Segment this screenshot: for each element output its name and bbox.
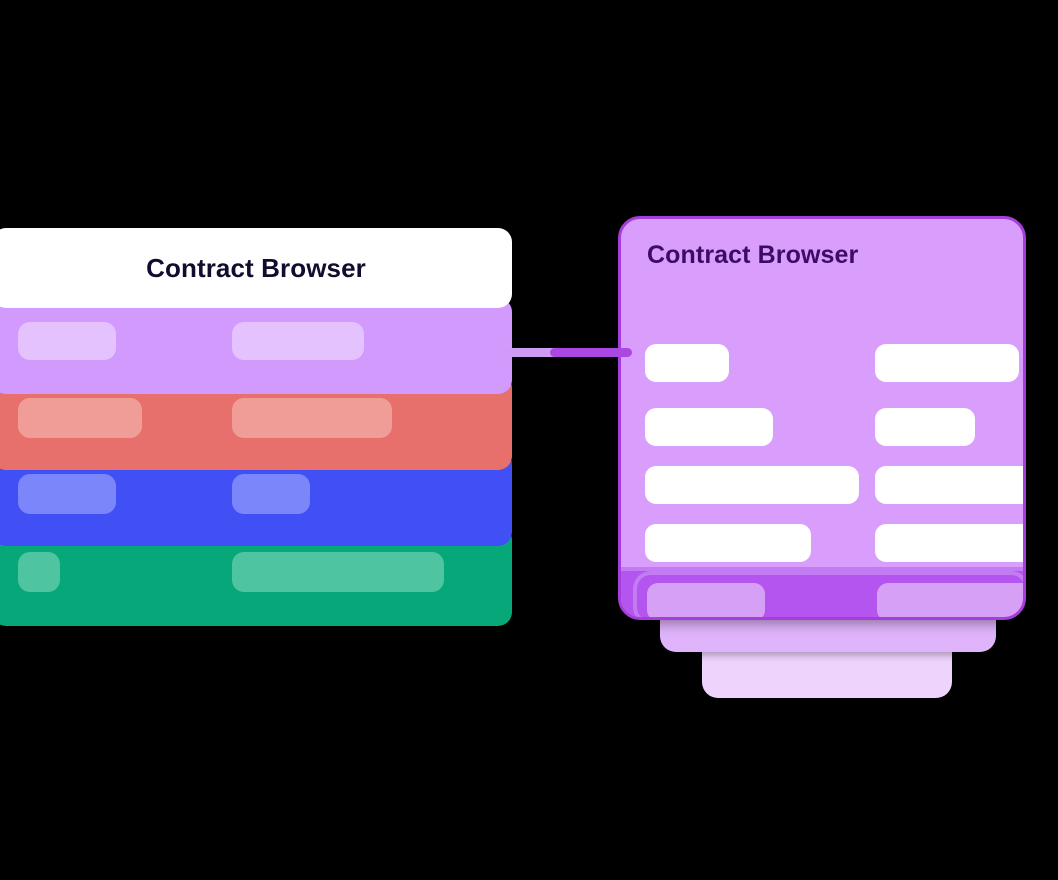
detail-row-1-field-2[interactable] [875,344,1019,382]
detail-row-2-field-1[interactable] [645,408,773,446]
contract-browser-detail-panel[interactable]: Contract Browser [618,216,1026,620]
panel-link-segment-right [550,348,632,357]
detail-row-4[interactable] [621,513,1023,571]
detail-row-3-field-2[interactable] [875,466,1023,504]
stack-row-blue-pill-1 [18,474,116,514]
detail-row-2[interactable] [621,397,1023,455]
detail-row-5-selected[interactable] [621,567,1023,617]
detail-row-4-field-2[interactable] [875,524,1023,562]
panel-link-segment-left [506,348,558,357]
detail-row-4-field-1[interactable] [645,524,811,562]
detail-row-5-field-1[interactable] [647,583,765,617]
stack-row-purple-pill-1 [18,322,116,360]
stack-header: Contract Browser [0,228,512,308]
stack-row-red-pill-1 [18,398,142,438]
stack-row-purple[interactable] [0,298,512,394]
stack-row-green-pill-1 [18,552,60,592]
contract-browser-detail-stack: Contract Browser [618,216,1038,698]
detail-row-1-field-1[interactable] [645,344,729,382]
panel-link-connector [506,348,632,357]
stack-row-red-pill-2 [232,398,392,438]
stack-row-blue-pill-2 [232,474,310,514]
detail-panel-title: Contract Browser [647,241,859,269]
detail-row-1[interactable] [621,333,1023,391]
detail-row-5-field-2[interactable] [877,583,1023,617]
detail-row-3-field-1[interactable] [645,466,859,504]
stack-row-green-pill-2 [232,552,444,592]
stack-title: Contract Browser [146,252,366,283]
detail-row-3[interactable] [621,455,1023,513]
detail-row-2-field-2[interactable] [875,408,975,446]
contract-browser-stack-panel[interactable]: Contract Browser [0,228,512,626]
stack-row-purple-pill-2 [232,322,364,360]
